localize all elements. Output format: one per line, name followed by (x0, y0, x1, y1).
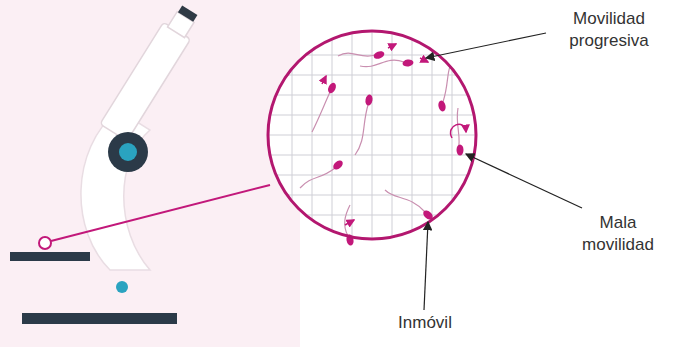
callout-label: Inmóvil (380, 312, 470, 334)
callout-label: Movilidad progresiva (550, 8, 668, 52)
callout-label: Mala movilidad (568, 212, 668, 256)
